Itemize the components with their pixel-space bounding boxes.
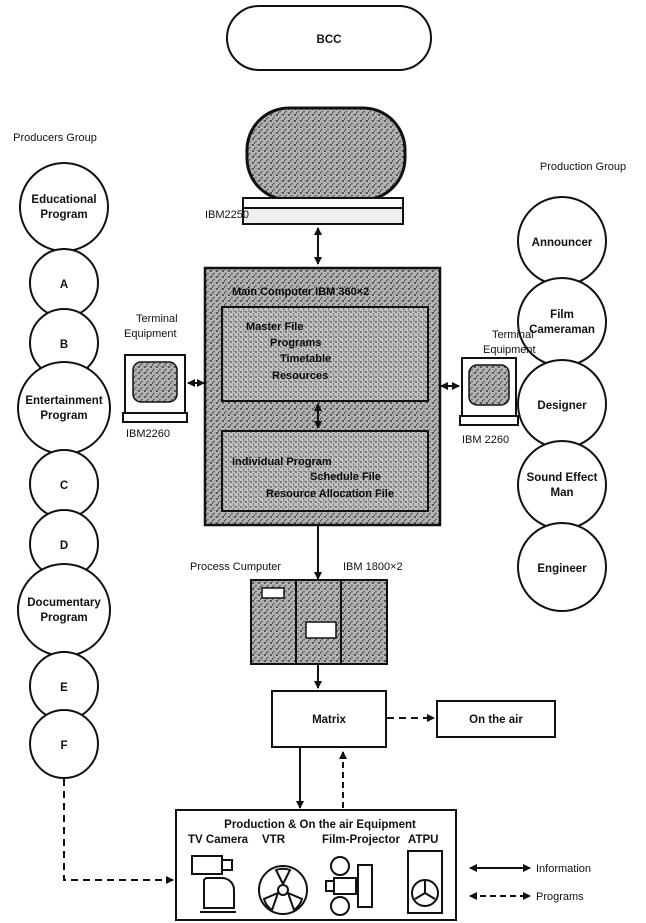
label-e: E [60,682,68,694]
master-file-line2: Programs [270,337,321,349]
educational-line1: Educational [31,194,96,206]
educational-line2: Program [40,209,87,221]
terminal-left-line2: Equipment [124,328,177,340]
label-announcer: Announcer [532,237,593,249]
entertainment-line1: Entertainment [25,395,102,407]
film-line2: Cameraman [529,324,595,336]
legend: Information Programs [469,863,591,903]
process-computer-model: IBM 1800×2 [343,561,403,573]
individual-file-box [221,430,429,512]
on-air-box [436,700,556,738]
individual-file-line1: Individual Program [232,456,332,468]
node-sound-effect-man [517,440,607,530]
label-c: C [60,480,68,492]
master-file-line1: Master File [246,321,303,333]
matrix-label: Matrix [312,714,346,726]
equipment-title: Production & On the air Equipment [224,819,416,831]
individual-file-line2: Schedule File [310,471,381,483]
master-file-line3: Timetable [280,353,331,365]
label-designer: Designer [537,400,587,412]
documentary-line1: Documentary [27,597,101,609]
bcc-label: BCC [317,34,342,46]
documentary-line2: Program [40,612,87,624]
on-air-label: On the air [469,714,523,726]
vtr-reel-icon [258,865,308,915]
sound-line1: Sound Effect [527,472,598,484]
legend-programs-label: Programs [536,891,584,903]
terminal-left-model: IBM2260 [126,428,170,440]
main-computer [203,266,442,527]
tv-camera-icon [191,855,236,913]
film-projector-icon [325,856,373,916]
ibm2250-monitor-icon [242,106,407,225]
node-f [29,709,99,779]
film-line1: Film [550,309,574,321]
equipment-tv-camera: TV Camera [188,834,249,846]
entertainment-line2: Program [40,410,87,422]
node-entertainment-program [17,361,111,455]
node-documentary-program [17,563,111,657]
producers-group-title: Producers Group [13,132,97,144]
terminal-left-icon [122,354,188,423]
equipment-film-projector: Film-Projector [322,834,400,846]
label-f: F [60,740,67,752]
equipment-vtr: VTR [262,834,286,846]
master-file-box [221,306,429,402]
producers-chain [17,162,111,779]
label-b: B [60,339,68,351]
terminal-right-model: IBM 2260 [462,434,509,446]
process-computer-label: Process Cumputer [190,561,281,573]
node-engineer [517,522,607,612]
matrix-box [271,690,387,748]
main-computer-title: Main Computer IBM 360×2 [232,286,369,298]
production-chain [517,196,607,612]
sound-line2: Man [551,487,574,499]
terminal-right-line2: Equipment [483,344,536,356]
ibm2250-label: IBM2250 [205,209,249,221]
label-d: D [60,540,68,552]
terminal-right-line1: Terminal [492,329,534,341]
master-file-line4: Resources [272,370,328,382]
terminal-left-line1: Terminal [136,313,178,325]
label-engineer: Engineer [537,563,587,575]
arrow-producers-equipment [63,779,174,884]
equipment-atpu: ATPU [408,834,438,846]
process-computer-icon [250,579,388,665]
legend-information-label: Information [536,863,591,875]
label-a: A [60,279,68,291]
terminal-right-icon [459,357,519,426]
production-group-title: Production Group [540,161,626,173]
atpu-icon [407,850,443,914]
bcc-node: BCC [226,5,432,71]
individual-file-line3: Resource Allocation File [266,488,394,500]
node-educational-program [19,162,109,252]
